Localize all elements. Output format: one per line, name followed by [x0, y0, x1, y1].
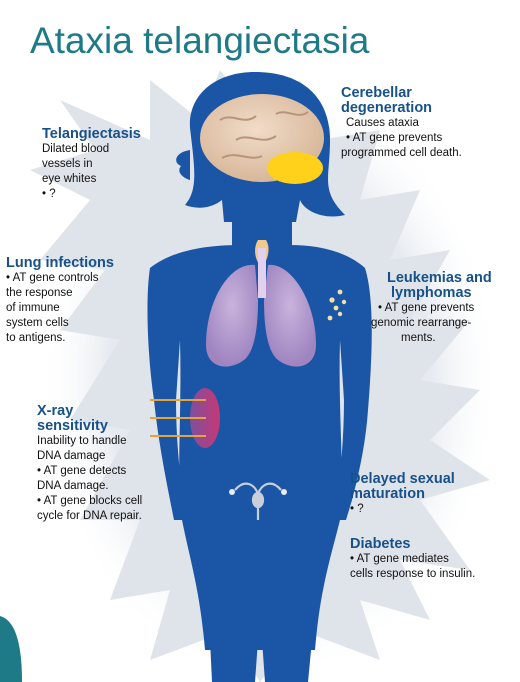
- label-cerebellar: Cerebellar degeneration Causes ataxia • …: [341, 86, 462, 161]
- heading-cerebellar: Cerebellar degeneration: [341, 86, 462, 116]
- text-lung-infections: • AT gene controls the response of immun…: [6, 271, 114, 346]
- label-lung-infections: Lung infections • AT gene controls the r…: [6, 256, 114, 346]
- label-leukemias: Leukemias and lymphomas • AT gene preven…: [362, 271, 520, 346]
- heading-leukemias: Leukemias and lymphomas: [387, 271, 520, 301]
- label-xray-sensitivity: X-ray sensitivity Inability to handle DN…: [37, 404, 142, 524]
- heading-xray-sensitivity: X-ray sensitivity: [37, 404, 142, 434]
- text-cerebellar: Causes ataxia • AT gene prevents program…: [341, 116, 462, 161]
- text-diabetes: • AT gene mediates cells response to ins…: [350, 552, 475, 582]
- heading-diabetes: Diabetes: [350, 537, 475, 552]
- label-telangiectasis: Telangiectasis Dilated blood vessels in …: [42, 127, 141, 202]
- label-delayed-maturation: Delayed sexual maturation • ?: [350, 472, 455, 517]
- heading-lung-infections: Lung infections: [6, 256, 114, 271]
- text-telangiectasis: Dilated blood vessels in eye whites • ?: [42, 142, 141, 202]
- text-xray-sensitivity: Inability to handle DNA damage • AT gene…: [37, 434, 142, 524]
- text-delayed-maturation: • ?: [350, 502, 455, 517]
- corner-decoration: [0, 616, 22, 682]
- heading-telangiectasis: Telangiectasis: [42, 127, 141, 142]
- trachea: [258, 248, 266, 298]
- text-leukemias: • AT gene prevents genomic rearrange- me…: [362, 301, 520, 346]
- label-diabetes: Diabetes • AT gene mediates cells respon…: [350, 537, 475, 582]
- page-title: Ataxia telangiectasia: [30, 20, 369, 62]
- heading-delayed-maturation: Delayed sexual maturation: [350, 472, 455, 502]
